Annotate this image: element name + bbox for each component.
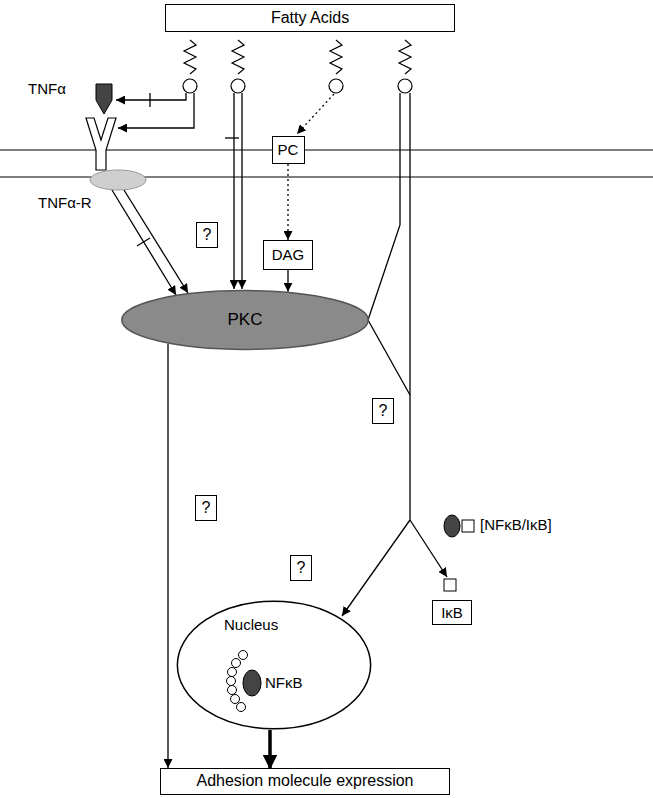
ellipse-shape (177, 601, 370, 728)
signal-line (368, 93, 410, 395)
fatty-acid-symbols (183, 40, 412, 93)
inhibition-tick (149, 93, 150, 107)
fatty-acid-head (329, 79, 343, 93)
factor-label: NFκB (265, 674, 303, 691)
signal-arrow (342, 520, 410, 616)
output-box: Adhesion molecule expression (160, 768, 450, 795)
receptor-domain (90, 170, 146, 190)
receptor-label: TNFα-R (38, 194, 92, 211)
fatty-acid-chain (184, 40, 196, 74)
kinase-ellipse: PKC (120, 290, 370, 350)
node-text: ? (379, 402, 388, 420)
inhibition-tick (137, 238, 150, 246)
tnf-receptor (86, 118, 116, 170)
signal-lines (112, 93, 447, 616)
molecule-box: IκB (432, 600, 472, 625)
complex-label: [NFκB/IκB] (480, 516, 552, 533)
signal-line (409, 93, 410, 520)
node-text: ? (203, 226, 212, 244)
nucleus-ellipse: Nucleus (176, 600, 372, 730)
signal-arrow (112, 190, 176, 295)
node-text: PKC (228, 310, 263, 330)
ellipse-shape (122, 291, 369, 350)
signal-arrow (116, 93, 186, 100)
nfkb-symbol (444, 515, 460, 537)
node-text: Fatty Acids (271, 9, 349, 27)
question-box: ? (372, 398, 394, 424)
fatty-acid-chain (330, 40, 342, 74)
ikb-symbol (444, 579, 456, 591)
fatty-acid-chain (399, 40, 411, 74)
fatty-acid-head (231, 79, 245, 93)
node-text: PC (278, 141, 299, 158)
fatty-acid-head (183, 79, 197, 93)
node-text: ? (202, 499, 211, 517)
connector-arrow (268, 730, 272, 768)
question-box: ? (290, 555, 312, 581)
signal-arrow (118, 93, 194, 128)
question-box: ? (195, 495, 217, 521)
inhibition-tick (225, 137, 239, 138)
title-box: Fatty Acids (165, 4, 455, 32)
dotted-arrow (297, 94, 334, 134)
signal-arrow (410, 520, 447, 577)
connector-arrow (287, 270, 288, 292)
node-text: Nucleus (224, 616, 278, 633)
fatty-acid-head (398, 79, 412, 93)
node-text: Adhesion molecule expression (196, 772, 413, 790)
question-box: ? (196, 222, 218, 248)
ikb-symbol (462, 520, 474, 532)
molecule-box: DAG (263, 240, 313, 270)
signal-arrow (233, 93, 234, 289)
tnf-ligand (96, 84, 112, 114)
node-text: IκB (441, 604, 463, 621)
molecule-box: PC (272, 136, 305, 164)
ligand-label: TNFα (28, 80, 66, 97)
fatty-acid-chain (232, 40, 244, 74)
node-text: DAG (272, 246, 305, 263)
connector-arrow (167, 344, 168, 768)
connector-arrow (287, 164, 288, 240)
nfkb-symbol (243, 670, 261, 696)
node-text: ? (297, 559, 306, 577)
signal-arrow (241, 93, 242, 289)
signal-arrow (124, 190, 188, 293)
